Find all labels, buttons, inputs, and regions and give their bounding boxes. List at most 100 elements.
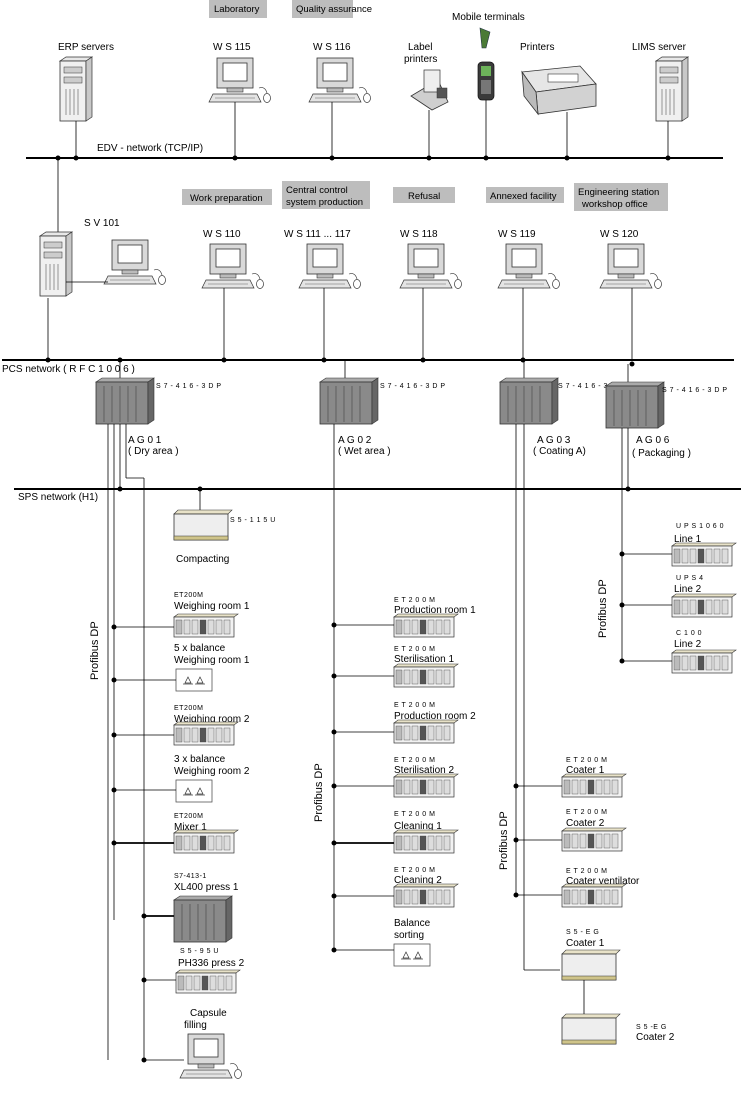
central-control-box <box>282 181 370 209</box>
line-2a-module-icon <box>671 593 737 618</box>
ws111-label: W S 111 ... 117 <box>284 229 351 240</box>
ws110-label: W S 110 <box>203 229 241 240</box>
ag02-rack-icon <box>319 377 379 425</box>
ws116-workstation-icon <box>308 57 371 103</box>
balance-3-icon <box>175 779 213 803</box>
label-printers-label-1: Label <box>408 42 432 53</box>
label-printers-label-2: printers <box>404 54 437 65</box>
s5-95u-label: S 5 - 9 5 U <box>180 948 219 955</box>
coater-1-module-icon <box>561 773 627 798</box>
coater-1b-label: Coater 1 <box>566 938 605 949</box>
balance-sorting-label-2: sorting <box>394 930 424 941</box>
sv101-workstation-icon <box>103 239 166 285</box>
production-room-1-module-icon <box>393 613 459 638</box>
coat-et3-label: E T 2 0 0 M <box>566 868 607 875</box>
ws115-workstation-icon <box>208 57 271 103</box>
cleaning-1-label: Cleaning 1 <box>394 821 442 832</box>
coat-branches <box>516 785 585 1014</box>
ag02-s7-label: S 7 - 4 1 6 - 3 D P <box>380 383 446 390</box>
balance-sorting-label-1: Balance <box>394 918 431 929</box>
ups4-label: U P S 4 <box>676 575 704 582</box>
compacting-rack-icon <box>173 509 233 541</box>
dry-profibus-label: Profibus DP <box>89 621 101 680</box>
production-room-2-module-icon <box>393 719 459 744</box>
line-1-module-icon <box>671 542 737 567</box>
label-printer-icon <box>410 69 449 111</box>
coater-2-label: Coater 2 <box>566 818 605 829</box>
pack-branches <box>622 553 672 662</box>
ag01-s7-label: S 7 - 4 1 6 - 3 D P <box>156 383 222 390</box>
wet-et1-label: E T 2 0 0 M <box>394 597 435 604</box>
weighing-room-1-label: Weighing room 1 <box>174 601 250 612</box>
ag01-rack-icon <box>95 377 155 425</box>
wet-branches <box>334 624 394 951</box>
dry-et1-label: ET200M <box>174 592 203 599</box>
dry-devices: ET200M Weighing room 1 5 x balance Weigh… <box>173 592 250 1079</box>
weighing-room-2-module-icon <box>173 721 239 746</box>
annexed-facility-box <box>486 187 564 203</box>
coat-profibus-label: Profibus DP <box>498 811 510 870</box>
ag02-label: A G 0 2 <box>338 435 372 446</box>
mixer-1-label: Mixer 1 <box>174 822 207 833</box>
ag02-sub-label: ( Wet area ) <box>338 446 391 457</box>
cleaning-2-module-icon <box>393 883 459 908</box>
coater-2-module-icon <box>561 827 627 852</box>
capsule-label-2: filling <box>184 1020 207 1031</box>
cleaning-2-label: Cleaning 2 <box>394 875 442 886</box>
pcs-nodes <box>45 357 635 367</box>
coater-1-label: Coater 1 <box>566 765 605 776</box>
ag01-label: A G 0 1 <box>128 435 162 446</box>
ws115-label: W S 115 <box>213 42 251 53</box>
coater-ventilator-module-icon <box>561 883 627 908</box>
dry-branches <box>114 626 184 1061</box>
mid-header-boxes: Work preparation Central control system … <box>182 181 668 211</box>
work-preparation-box <box>182 189 272 205</box>
line-2b-label: Line 2 <box>674 639 702 650</box>
sterilisation-1-label: Sterilisation 1 <box>394 654 454 665</box>
top-header-boxes: Laboratory Quality assurance <box>209 0 372 18</box>
laboratory-label: Laboratory <box>214 4 260 15</box>
pcs-network-label: PCS network ( R F C 1 0 0 6 ) <box>2 364 135 375</box>
ag01-sub-label: ( Dry area ) <box>128 446 179 457</box>
dry-nodes <box>111 624 147 1063</box>
capsule-label-1: Capsule <box>190 1008 227 1019</box>
mobile-terminal-icon <box>477 27 495 101</box>
ph336-press-label: PH336 press 2 <box>178 958 245 969</box>
line-1-label: Line 1 <box>674 534 702 545</box>
s5-115u-label: S 5 - 1 1 5 U <box>230 517 276 524</box>
wet-et4-label: E T 2 0 0 M <box>394 757 435 764</box>
work-preparation-label: Work preparation <box>190 193 263 204</box>
xl400-press-label: XL400 press 1 <box>174 882 239 893</box>
ag06-s7-label: S 7 - 4 1 6 - 3 D P <box>662 387 728 394</box>
coater-ventilator-label: Coater ventilator <box>566 876 640 887</box>
ws118-label: W S 118 <box>400 229 438 240</box>
wet-et3-label: E T 2 0 0 M <box>394 702 435 709</box>
lims-server-icon <box>655 56 689 122</box>
ws120-workstation-icon <box>599 243 662 289</box>
refusal-label: Refusal <box>408 191 440 202</box>
edv-drops <box>57 100 669 232</box>
dry-et3-label: ET200M <box>174 813 203 820</box>
mixer-1-module-icon <box>173 829 239 854</box>
balance-5-label-2: Weighing room 1 <box>174 655 250 666</box>
balance-sorting-icon <box>393 943 431 967</box>
pack-profibus-label: Profibus DP <box>597 579 609 638</box>
ws118-workstation-icon <box>399 243 462 289</box>
mobile-terminals-label: Mobile terminals <box>452 12 525 23</box>
erp-servers-label: ERP servers <box>58 42 114 53</box>
capsule-filling-workstation-icon <box>179 1033 242 1079</box>
s5-eg-1-label: S 5 - E G <box>566 929 599 936</box>
compacting-label: Compacting <box>176 554 229 565</box>
ws110-workstation-icon <box>201 243 264 289</box>
quality-assurance-box <box>292 0 353 18</box>
engineering-station-label-1: Engineering station <box>578 187 659 198</box>
erp-server-icon <box>59 56 93 122</box>
coat-et1-label: E T 2 0 0 M <box>566 757 607 764</box>
ups1060-label: U P S 1 0 6 0 <box>676 523 724 530</box>
production-room-2-label: Production room 2 <box>394 711 476 722</box>
balance-5-icon <box>175 668 213 692</box>
ag03-sub-label: ( Coating A) <box>533 446 586 457</box>
ws116-label: W S 116 <box>313 42 351 53</box>
ag03-rack-icon <box>499 377 559 425</box>
ag03-label: A G 0 3 <box>537 435 571 446</box>
